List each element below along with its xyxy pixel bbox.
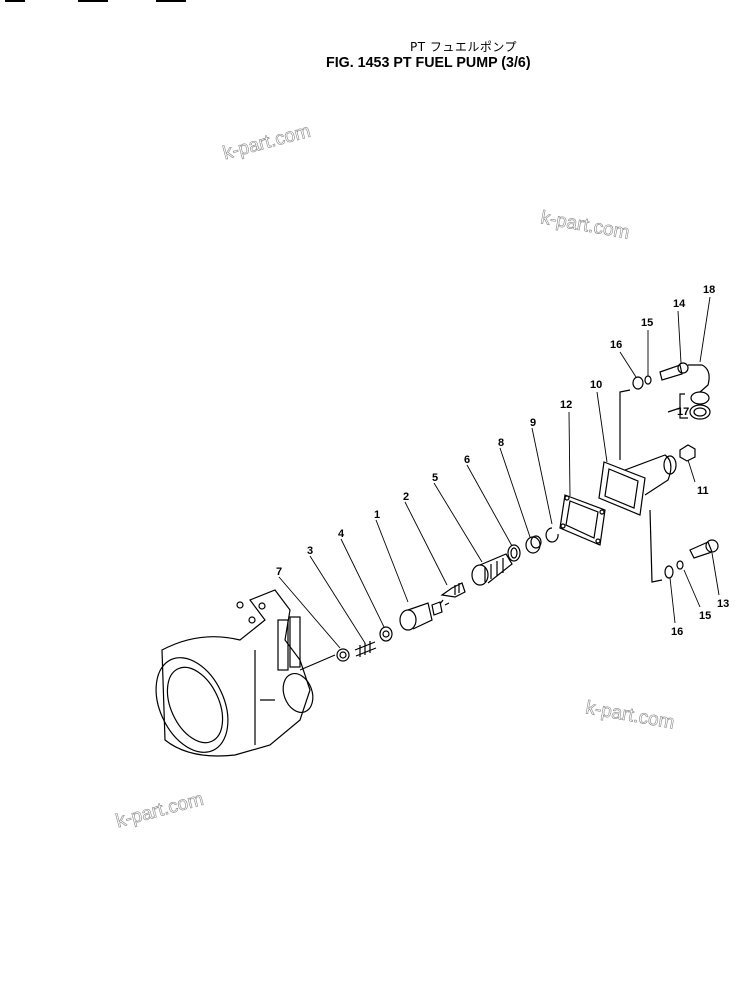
callout-11: 11 (697, 485, 709, 497)
callout-5: 5 (432, 472, 438, 484)
callout-4: 4 (338, 528, 345, 540)
figure-title-japanese: PT フュエルポンプ (410, 40, 518, 54)
callout-8: 8 (498, 437, 504, 449)
exploded-parts (336, 362, 719, 662)
leader-lines (278, 296, 720, 649)
callout-15-lower: 15 (699, 610, 711, 622)
callout-15-upper: 15 (641, 317, 653, 329)
callout-6: 6 (464, 454, 470, 466)
scan-mark (156, 0, 186, 2)
callout-7: 7 (276, 566, 282, 578)
callout-16-lower: 16 (671, 626, 683, 638)
pump-housing (155, 589, 336, 757)
callout-12: 12 (560, 399, 572, 411)
callout-13: 13 (717, 598, 729, 610)
callout-1: 1 (374, 509, 380, 521)
callout-2: 2 (403, 491, 409, 503)
callout-9: 9 (530, 417, 536, 429)
figure-title: FIG. 1453 PT FUEL PUMP (3/6) (326, 54, 531, 71)
callout-labels: 1 2 3 4 5 6 7 8 9 10 11 12 13 14 15 15 1… (276, 284, 729, 638)
scan-mark (5, 0, 25, 2)
callout-17: 17 (677, 406, 689, 418)
scan-mark (78, 0, 108, 2)
callout-18: 18 (703, 284, 715, 296)
callout-14: 14 (673, 298, 686, 310)
callout-16-upper: 16 (610, 339, 622, 351)
callout-3: 3 (307, 545, 313, 557)
callout-10: 10 (590, 379, 602, 391)
